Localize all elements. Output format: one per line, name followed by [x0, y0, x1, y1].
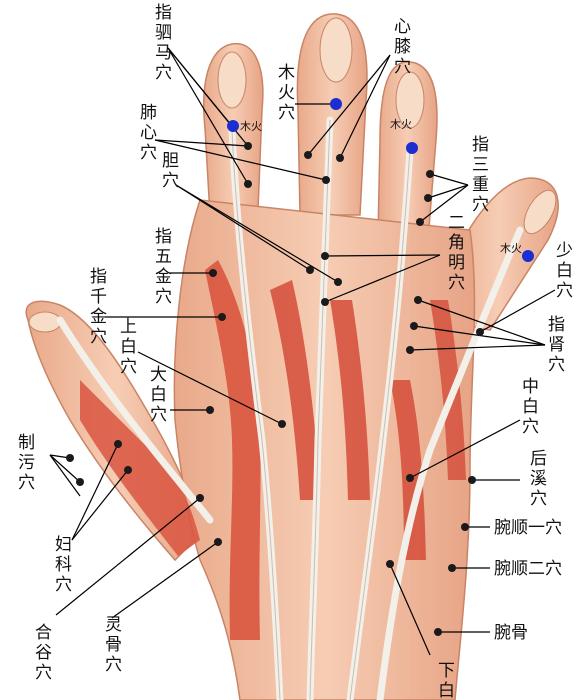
- label-dabai: 大白穴: [150, 365, 167, 425]
- label-fuke: 妇科穴: [55, 535, 72, 595]
- leader-lines: [49, 47, 556, 656]
- label-zhiqianjin: 指千金穴: [90, 267, 107, 347]
- label-zhongbai: 中白穴: [522, 377, 539, 437]
- label-shangbai: 上白穴: [120, 317, 137, 377]
- label-zhiwu: 制污穴: [18, 433, 35, 493]
- label-wanshunyi: 腕顺一穴: [494, 518, 562, 538]
- label-xiabai: 下白: [438, 661, 455, 700]
- label-zhishen: 指肾穴: [548, 315, 565, 375]
- label-linggu: 灵骨穴: [105, 615, 122, 675]
- label-xinxi: 心膝穴: [394, 17, 411, 77]
- label-zhisanzhong: 指三重穴: [472, 135, 489, 215]
- label-wanshuner: 腕顺二穴: [494, 559, 562, 579]
- label-houxi: 后溪穴: [530, 449, 547, 509]
- finger-tag-1: 木火: [240, 120, 262, 133]
- hand-tendons-outline: [231, 119, 411, 700]
- blue-points: [227, 98, 534, 262]
- finger-tag-2: 木火: [390, 118, 412, 131]
- label-feixin: 肺心穴: [140, 103, 157, 163]
- acupoints: [66, 142, 484, 636]
- label-muhuo: 木火穴: [278, 63, 295, 123]
- label-zhisima: 指驷马穴: [155, 3, 172, 83]
- label-shaobai: 少白穴: [556, 241, 573, 301]
- label-wangu: 腕骨: [494, 623, 528, 643]
- label-zhiwujin: 指五金穴: [155, 227, 172, 307]
- hand-muscles: [80, 260, 466, 640]
- label-hegu: 合谷穴: [35, 623, 52, 683]
- label-dan: 胆穴: [162, 151, 179, 191]
- finger-tag-3: 木火: [500, 242, 522, 255]
- label-erjiaoming: 二角明穴: [448, 213, 465, 293]
